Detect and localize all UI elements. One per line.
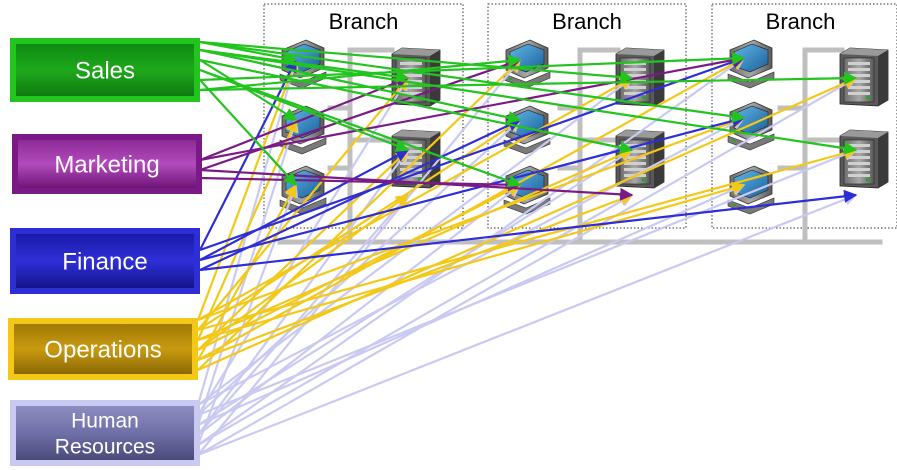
connection-line <box>199 51 746 82</box>
connection-line <box>199 55 746 252</box>
department-label: Operations <box>44 336 161 363</box>
connection-lines <box>196 40 858 457</box>
tower-server-icon <box>839 47 889 107</box>
connection-line <box>197 193 858 457</box>
connection-line <box>197 57 746 446</box>
department-finance: Finance <box>10 228 200 294</box>
connection-line <box>197 194 634 446</box>
connection-line <box>199 189 858 272</box>
desktop-computer-icon <box>727 101 775 151</box>
department-box <box>18 140 196 188</box>
connection-line <box>197 57 746 361</box>
connection-line <box>199 71 858 92</box>
branch-label: Branch <box>766 9 836 34</box>
branch-label: Branch <box>552 9 622 34</box>
connection-line <box>197 76 409 416</box>
connection-line <box>197 193 634 362</box>
department-box <box>14 324 192 374</box>
branch-frames: Branch Branch Branch <box>263 3 897 229</box>
connection-line <box>197 115 746 322</box>
connection-line <box>199 149 410 261</box>
tower-server-icon <box>839 129 889 189</box>
connection-line <box>197 76 858 372</box>
connection-line <box>197 76 409 331</box>
connection-line <box>196 118 298 341</box>
connection-line <box>199 40 746 123</box>
connection-line <box>197 194 409 436</box>
tower-server-icon <box>615 129 665 189</box>
connection-line <box>197 183 297 361</box>
department-operations: Operations <box>8 318 198 380</box>
connection-line <box>199 76 410 162</box>
branch-frame <box>487 3 687 229</box>
department-label: Sales <box>75 57 135 84</box>
connection-line <box>199 168 634 201</box>
connection-line <box>199 58 297 251</box>
connection-line <box>197 59 521 371</box>
connection-line <box>197 149 409 351</box>
connection-line <box>199 176 522 192</box>
connection-line <box>199 114 746 262</box>
connection-line <box>197 181 746 342</box>
connection-line <box>199 48 522 124</box>
connection-line <box>197 184 522 436</box>
connection-line <box>197 77 858 456</box>
department-box <box>16 234 194 288</box>
department-marketing: Marketing <box>12 134 202 194</box>
connection-line <box>196 58 298 321</box>
department-label: Finance <box>62 248 147 275</box>
connection-line <box>197 58 521 456</box>
connection-line <box>199 48 858 155</box>
department-box <box>16 406 194 460</box>
connection-line <box>197 183 746 427</box>
department-sales: Sales <box>10 38 200 102</box>
department-box <box>16 44 194 96</box>
department-label: Marketing <box>54 151 159 178</box>
branch-label: Branch <box>329 9 399 34</box>
connection-line <box>199 79 297 186</box>
connection-line <box>197 77 634 321</box>
connection-line <box>199 40 634 84</box>
connection-line <box>197 77 634 406</box>
connection-line <box>197 148 858 417</box>
connection-line <box>197 146 858 332</box>
connection-line <box>197 194 410 351</box>
connection-line <box>199 58 634 155</box>
